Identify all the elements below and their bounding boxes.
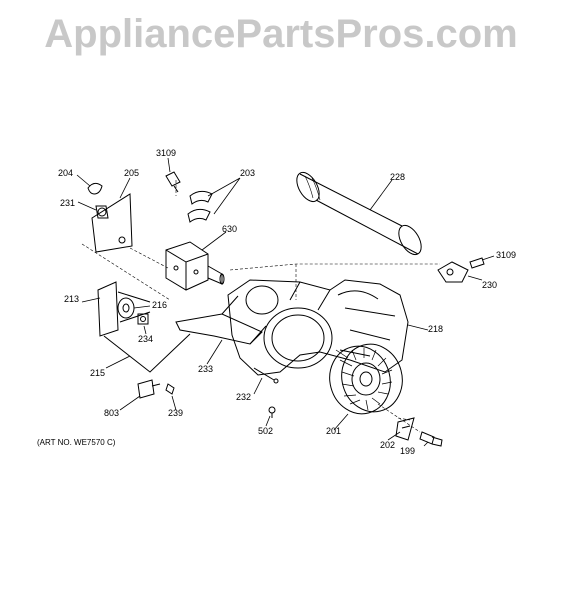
nut: [137, 313, 149, 325]
motor-plate: [175, 295, 267, 345]
screw-small: [268, 406, 276, 418]
clips: [187, 190, 213, 223]
blower-wheel: [329, 343, 403, 415]
art-number: (ART NO. WE7570 C): [37, 438, 116, 447]
leader-lines: [76, 157, 495, 447]
label-3109-upper: 3109: [156, 148, 176, 158]
label-234: 234: [138, 334, 153, 344]
screw: [419, 431, 443, 447]
label-231: 231: [60, 198, 75, 208]
blower-housing: [227, 279, 409, 376]
label-228: 228: [390, 172, 405, 182]
label-204: 204: [58, 168, 73, 178]
shaft-pin: [253, 367, 279, 384]
label-216: 216: [152, 300, 167, 310]
label-218: 218: [428, 324, 443, 334]
idler-assembly: [97, 281, 151, 337]
motor: [165, 241, 225, 291]
clamp: [87, 182, 103, 195]
thermostat: [437, 257, 485, 283]
label-203: 203: [240, 168, 255, 178]
assembly-lines: [81, 180, 440, 433]
label-803: 803: [104, 408, 119, 418]
label-502: 502: [258, 426, 273, 436]
label-232: 232: [236, 392, 251, 402]
label-201: 201: [326, 426, 341, 436]
clip: [395, 417, 415, 441]
label-239: 239: [168, 408, 183, 418]
pin: [165, 383, 175, 395]
watermark: AppliancePartsPros.com: [44, 12, 518, 56]
label-230: 230: [482, 280, 497, 290]
label-205: 205: [124, 168, 139, 178]
label-233: 233: [198, 364, 213, 374]
switch: [137, 379, 161, 399]
part-labels: 204 205 231 3109 203 630 228 3109 230 21…: [58, 148, 516, 456]
duct-tube: [296, 171, 422, 256]
screw-upper: [165, 171, 181, 193]
label-199: 199: [400, 446, 415, 456]
belt: [103, 333, 191, 373]
label-3109-lower: 3109: [496, 250, 516, 260]
label-630: 630: [222, 224, 237, 234]
label-215: 215: [90, 368, 105, 378]
mounting-bracket: [91, 193, 133, 253]
label-213: 213: [64, 294, 79, 304]
label-202: 202: [380, 440, 395, 450]
